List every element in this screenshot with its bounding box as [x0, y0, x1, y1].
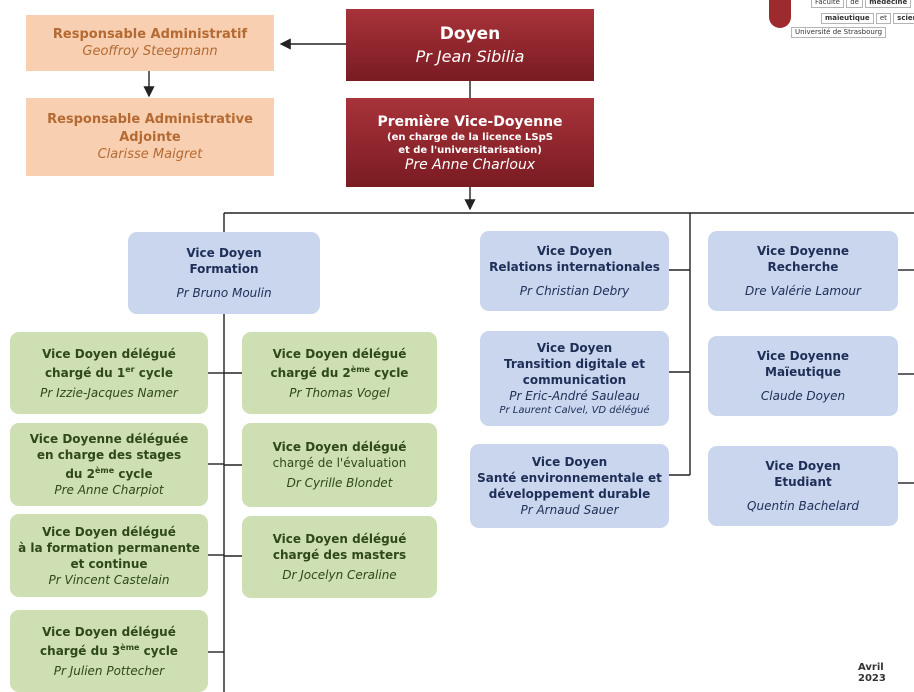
stages-name: Pre Anne Charpiot	[54, 483, 164, 497]
resp-admin-title: Responsable Administratif	[52, 27, 248, 42]
vd-transition-digitale-box: Vice Doyen Transition digitale et commun…	[480, 331, 669, 426]
formation-title-2: Formation	[189, 262, 259, 276]
stages-title-1: Vice Doyenne déléguée	[29, 432, 189, 446]
digital-title-1: Vice Doyen	[536, 341, 613, 355]
vd-sante-environnementale-box: Vice Doyen Santé environnementale et dév…	[470, 444, 669, 528]
stages-title-3a: du 2	[65, 467, 95, 481]
permanente-title-3: et continue	[70, 556, 148, 571]
vd-cycle2-box: Vice Doyen délégué chargé du 2ème cycle …	[242, 332, 437, 414]
vd-masters-box: Vice Doyen délégué chargé des masters Dr…	[242, 516, 437, 598]
vd-cycle3-box: Vice Doyen délégué chargé du 3ème cycle …	[10, 610, 208, 692]
doyen-title: Doyen	[439, 24, 501, 44]
resp-adj-title-2: Adjointe	[119, 130, 181, 145]
resp-adj-title-1: Responsable Administrative	[47, 112, 253, 127]
cycle3-title-2a: chargé du 3	[40, 643, 121, 658]
pvd-sub-2: et de l'universitarisation)	[398, 144, 542, 156]
pvd-title: Première Vice-Doyenne	[377, 113, 563, 130]
formation-title-1: Vice Doyen	[186, 246, 262, 260]
etudiant-name: Quentin Bachelard	[747, 499, 859, 513]
sante-name: Pr Arnaud Sauer	[520, 503, 619, 517]
vd-evaluation-box: Vice Doyen délégué chargé de l'évaluatio…	[242, 423, 437, 507]
cycle3-title-2sup: ème	[120, 642, 140, 652]
sante-title-3: développement durable	[488, 487, 651, 501]
sante-title-2: Santé environnementale et	[477, 471, 662, 485]
sante-title-1: Vice Doyen	[531, 455, 608, 469]
maieutique-title-1: Vice Doyenne	[756, 349, 849, 363]
cycle2-title-2sup: ème	[350, 364, 370, 374]
logo-text: maïeutique	[821, 13, 874, 24]
vice-doyen-formation-box: Vice Doyen Formation Pr Bruno Moulin	[128, 232, 320, 314]
evaluation-title-1: Vice Doyen délégué	[272, 440, 407, 454]
formation-name: Pr Bruno Moulin	[176, 286, 272, 300]
date-label: Avril 2023	[858, 662, 886, 684]
stages-title-2: en charge des stages	[36, 448, 182, 462]
vd-etudiant-box: Vice Doyen Etudiant Quentin Bachelard	[708, 446, 898, 526]
ri-title-1: Vice Doyen	[536, 244, 613, 258]
logo-text: médecine	[865, 0, 912, 8]
vd-cycle1-box: Vice Doyen délégué chargé du 1er cycle P…	[10, 332, 208, 414]
cycle3-name: Pr Julien Pottecher	[53, 663, 165, 678]
university-logo: Faculté de médecine maïeutique et scienc…	[763, 0, 914, 40]
resp-adj-box: Responsable Administrative Adjointe Clar…	[26, 98, 274, 176]
vd-recherche-box: Vice Doyenne Recherche Dre Valérie Lamou…	[708, 231, 898, 311]
permanente-title-2: à la formation permanente	[18, 540, 200, 555]
recherche-name: Dre Valérie Lamour	[745, 284, 861, 298]
cycle3-title-2: chargé du 3ème cycle	[40, 640, 178, 659]
cycle1-title-2sup: er	[125, 364, 135, 374]
recherche-title-2: Recherche	[767, 260, 839, 274]
stages-title-3: du 2ème cycle	[65, 463, 152, 482]
digital-title-3: communication	[522, 373, 627, 387]
cycle2-title-2a: chargé du 2	[270, 365, 351, 380]
cycle2-name: Pr Thomas Vogel	[289, 385, 390, 400]
cycle1-title-2a: chargé du 1	[44, 365, 126, 380]
logo-text: de	[846, 0, 863, 8]
digital-name-1: Pr Eric-André Sauleau	[509, 389, 640, 403]
masters-name: Dr Jocelyn Ceraline	[282, 568, 397, 582]
ri-title-2: Relations internationales	[489, 260, 660, 274]
stages-title-3b: cycle	[114, 467, 153, 481]
premiere-vice-doyenne-box: Première Vice-Doyenne (en charge de la l…	[346, 98, 594, 187]
evaluation-name: Dr Cyrille Blondet	[286, 476, 393, 490]
permanente-name: Pr Vincent Castelain	[48, 572, 170, 587]
permanente-title-1: Vice Doyen délégué	[42, 524, 176, 539]
vd-permanente-box: Vice Doyen délégué à la formation perman…	[10, 514, 208, 597]
doyen-name: Pr Jean Sibilia	[415, 47, 525, 66]
masters-title-1: Vice Doyen délégué	[272, 532, 407, 546]
cycle1-title-1: Vice Doyen délégué	[42, 346, 176, 361]
cycle2-title-1: Vice Doyen délégué	[272, 346, 407, 361]
cycle3-title-1: Vice Doyen délégué	[42, 624, 176, 639]
pvd-sub-1: (en charge de la licence LSpS	[387, 131, 553, 143]
ri-name: Pr Christian Debry	[519, 284, 630, 298]
resp-admin-box: Responsable Administratif Geoffroy Steeg…	[26, 15, 274, 71]
etudiant-title-2: Etudiant	[774, 475, 832, 489]
resp-admin-name: Geoffroy Steegmann	[82, 44, 218, 59]
logo-text: Université de Strasbourg	[791, 27, 887, 38]
doyen-box: Doyen Pr Jean Sibilia	[346, 9, 594, 81]
logo-text: Faculté	[811, 0, 844, 8]
digital-title-2: Transition digitale et	[503, 357, 646, 371]
maieutique-title-2: Maïeutique	[765, 365, 841, 379]
evaluation-title-2: chargé de l'évaluation	[272, 456, 407, 470]
pvd-name: Pre Anne Charloux	[404, 156, 536, 173]
cycle1-title-2b: cycle	[134, 365, 174, 380]
stages-title-3sup: ème	[95, 466, 115, 475]
logo-text: science	[893, 13, 914, 24]
vd-maieutique-box: Vice Doyenne Maïeutique Claude Doyen	[708, 336, 898, 416]
maieutique-name: Claude Doyen	[760, 389, 846, 403]
recherche-title-1: Vice Doyenne	[756, 244, 849, 258]
logo-text: et	[875, 13, 891, 24]
cycle2-title-2: chargé du 2ème cycle	[271, 362, 409, 381]
digital-name-2: Pr Laurent Calvel, VD délégué	[499, 405, 650, 416]
masters-title-2: chargé des masters	[272, 548, 407, 562]
vd-relations-internationales-box: Vice Doyen Relations internationales Pr …	[480, 231, 669, 311]
cycle1-name: Pr Izzie-Jacques Namer	[40, 385, 178, 400]
cycle2-title-2b: cycle	[369, 365, 409, 380]
resp-adj-name: Clarisse Maigret	[97, 147, 203, 162]
vd-stages-box: Vice Doyenne déléguée en charge des stag…	[10, 423, 208, 506]
cycle1-title-2: chargé du 1er cycle	[45, 362, 173, 381]
etudiant-title-1: Vice Doyen	[765, 459, 841, 473]
crest-icon	[769, 0, 791, 28]
cycle3-title-2b: cycle	[139, 643, 178, 658]
